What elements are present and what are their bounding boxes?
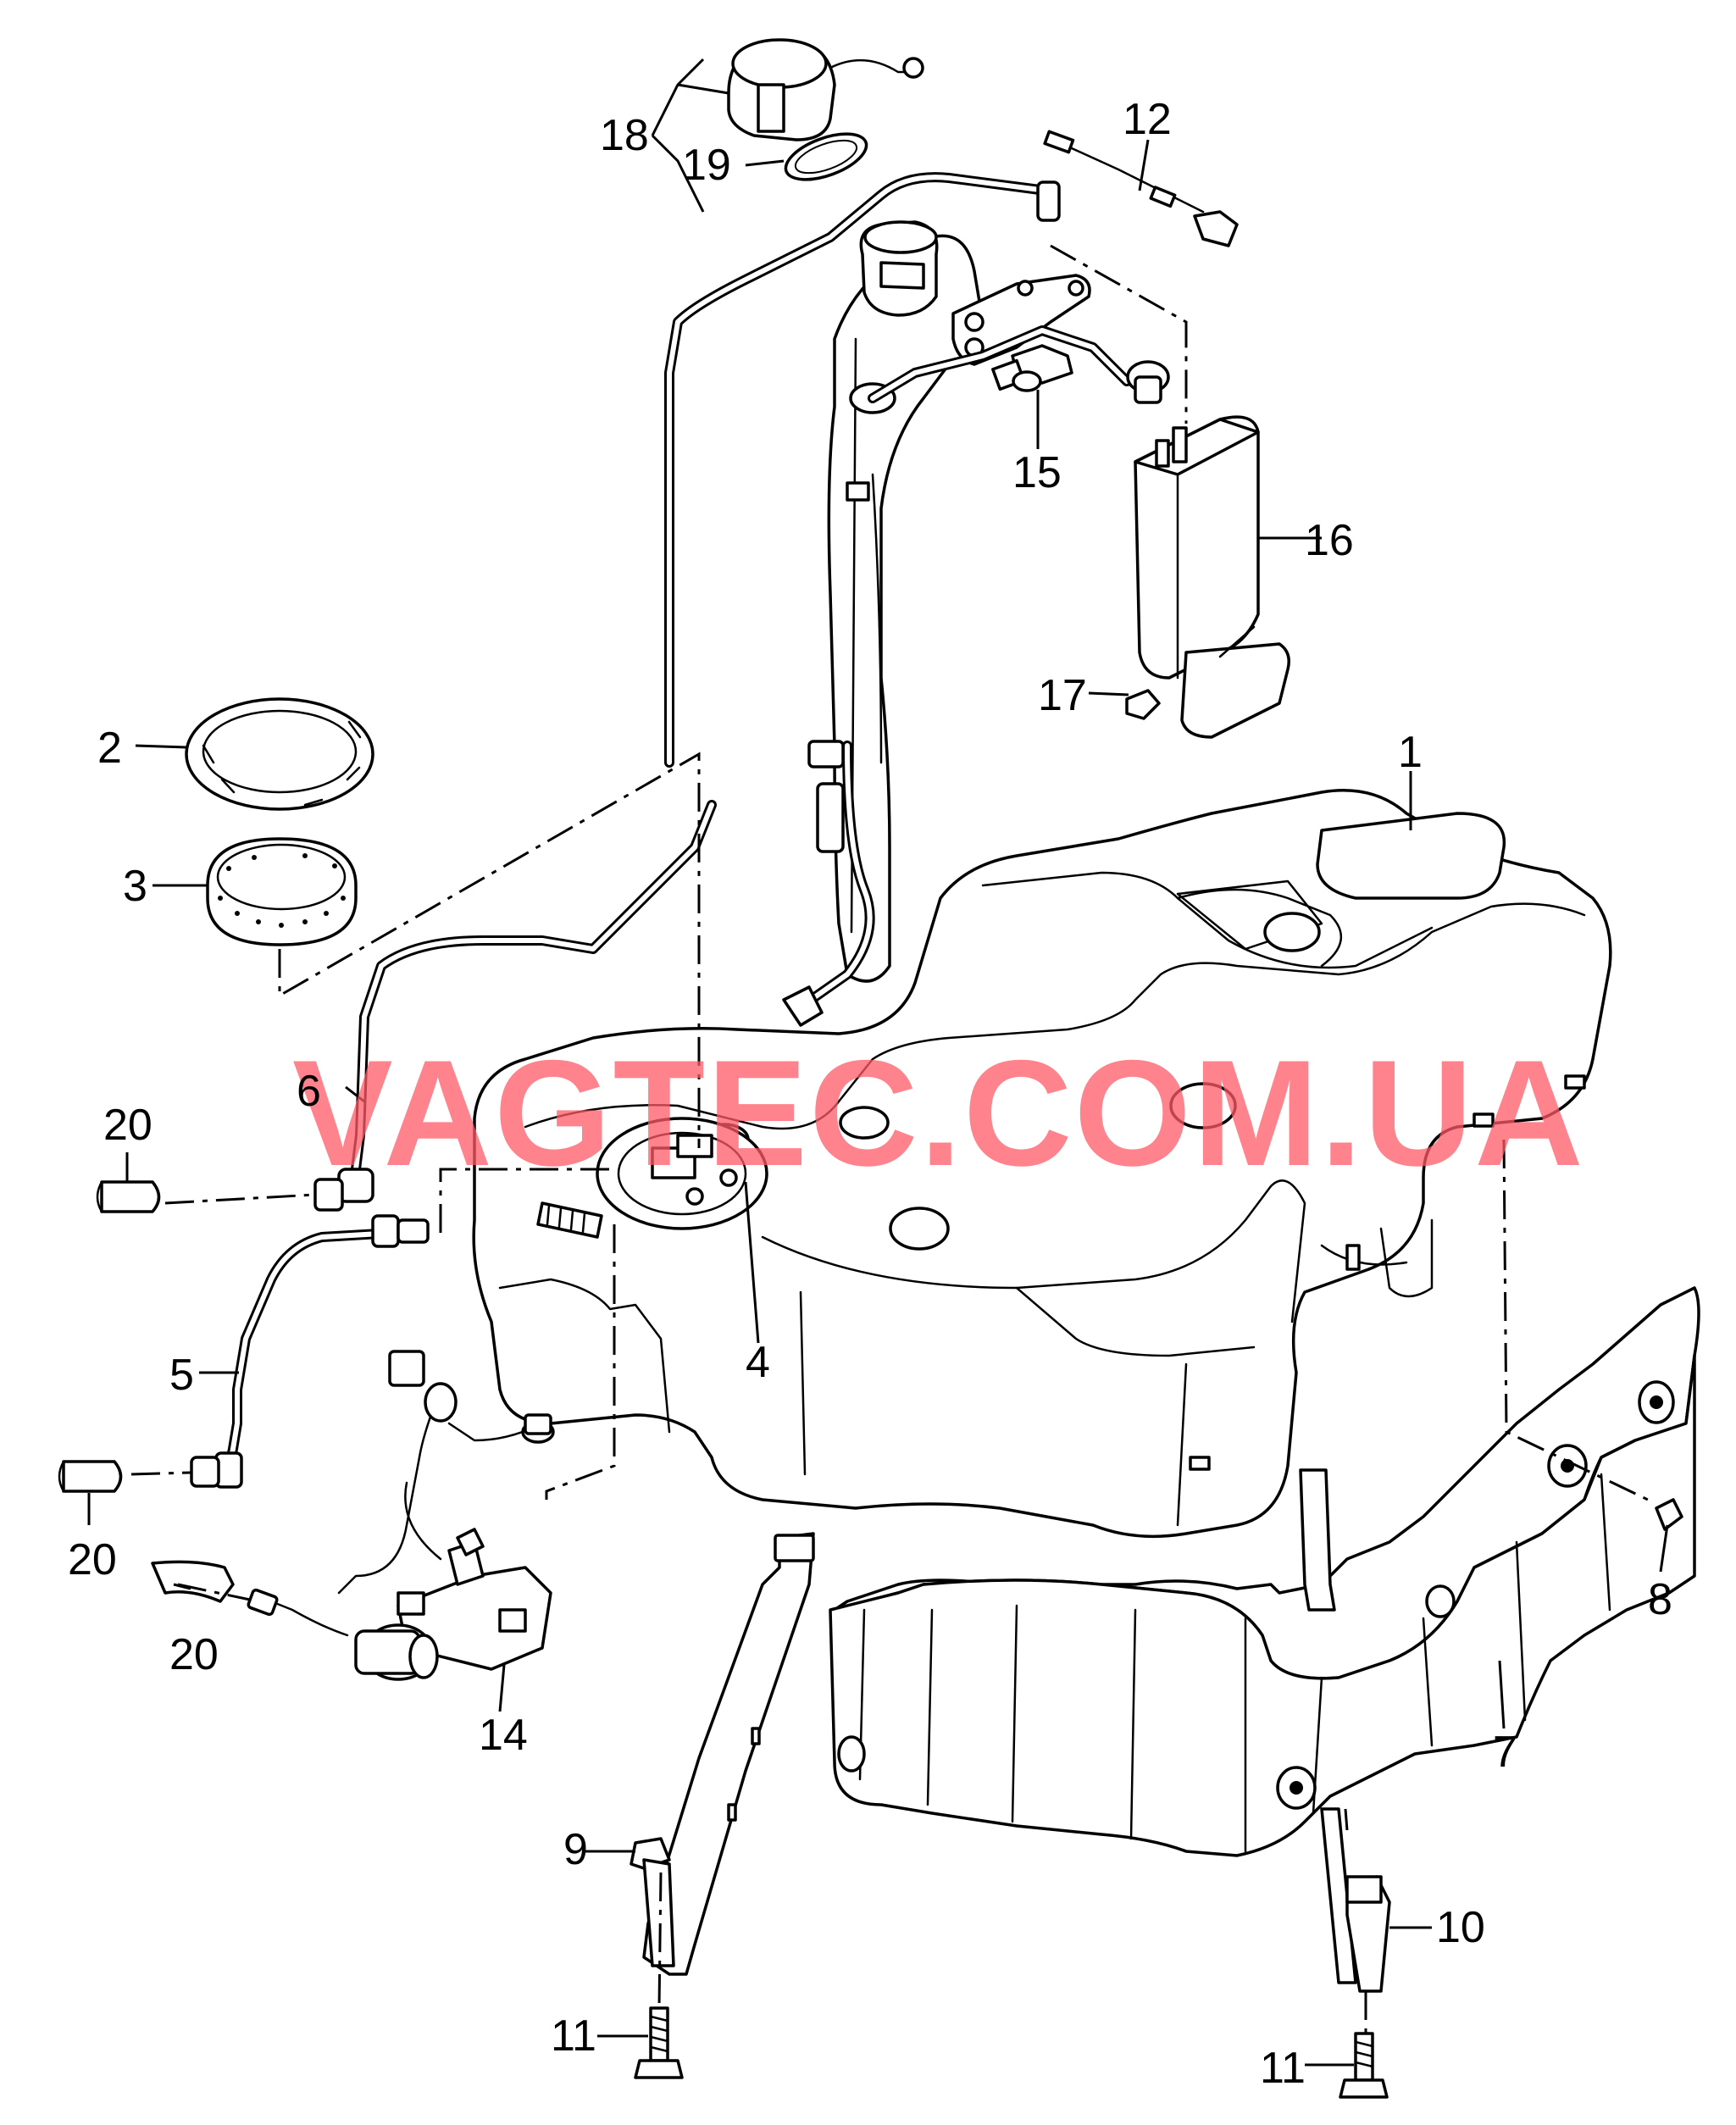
vent-lines: [190, 172, 1170, 1489]
carbon-canister: [1125, 415, 1290, 739]
heat-shield: [829, 1286, 1700, 1857]
bolt-11-left: [634, 2006, 684, 2079]
hose-20-middle: [58, 1460, 123, 1493]
seal-ring: [784, 132, 868, 181]
assembly-lines: [130, 244, 1649, 2033]
callout-9: 9: [563, 1825, 588, 1874]
clip-8: [1655, 1498, 1683, 1531]
fuel-tank: [472, 789, 1612, 1539]
callout-4: 4: [746, 1338, 770, 1387]
callout-2: 2: [97, 724, 122, 773]
callout-10: 10: [1436, 1903, 1485, 1952]
callout-5: 5: [169, 1351, 194, 1400]
sensor-cable: [1043, 130, 1239, 247]
fuel-cap: [727, 38, 924, 141]
locking-ring: [206, 837, 358, 946]
retaining-ring: [185, 697, 374, 811]
bolt-11-right: [1339, 2032, 1389, 2099]
callout-20-bottom: 20: [169, 1630, 219, 1679]
callout-20-middle: 20: [68, 1535, 117, 1584]
callout-8: 8: [1648, 1575, 1672, 1624]
filler-neck: [827, 220, 1091, 983]
callout-18: 18: [600, 111, 649, 160]
callout-11-right: 11: [1260, 2044, 1306, 2093]
callout-3: 3: [123, 862, 147, 911]
tank-strap-left: [630, 1532, 815, 1976]
callout-12: 12: [1123, 95, 1172, 144]
callout-20-top: 20: [103, 1101, 153, 1150]
leader-lines: [87, 58, 1669, 2067]
callout-16: 16: [1305, 516, 1354, 565]
bolt-15: [991, 344, 1073, 392]
callout-19: 19: [682, 141, 731, 190]
hose-20-upper: [96, 1180, 161, 1213]
callout-7: 7: [1493, 1728, 1517, 1777]
watermark: VAGTEC.COM.UA: [292, 1029, 1585, 1197]
callout-1: 1: [1398, 728, 1423, 777]
callout-11-left: 11: [551, 2011, 596, 2061]
hose-20-lower: [151, 1560, 235, 1603]
tank-strap-right: [1299, 1468, 1391, 1993]
callout-14: 14: [479, 1711, 528, 1760]
callout-labels: 1 2 3 4 5 6 7 8 9 10 11 11 12 14 15 16 1…: [68, 95, 1672, 2093]
callout-15: 15: [1012, 448, 1062, 497]
callout-17: 17: [1038, 671, 1087, 720]
callout-6: 6: [297, 1067, 321, 1116]
fuel-pump-module: [247, 1350, 555, 1681]
